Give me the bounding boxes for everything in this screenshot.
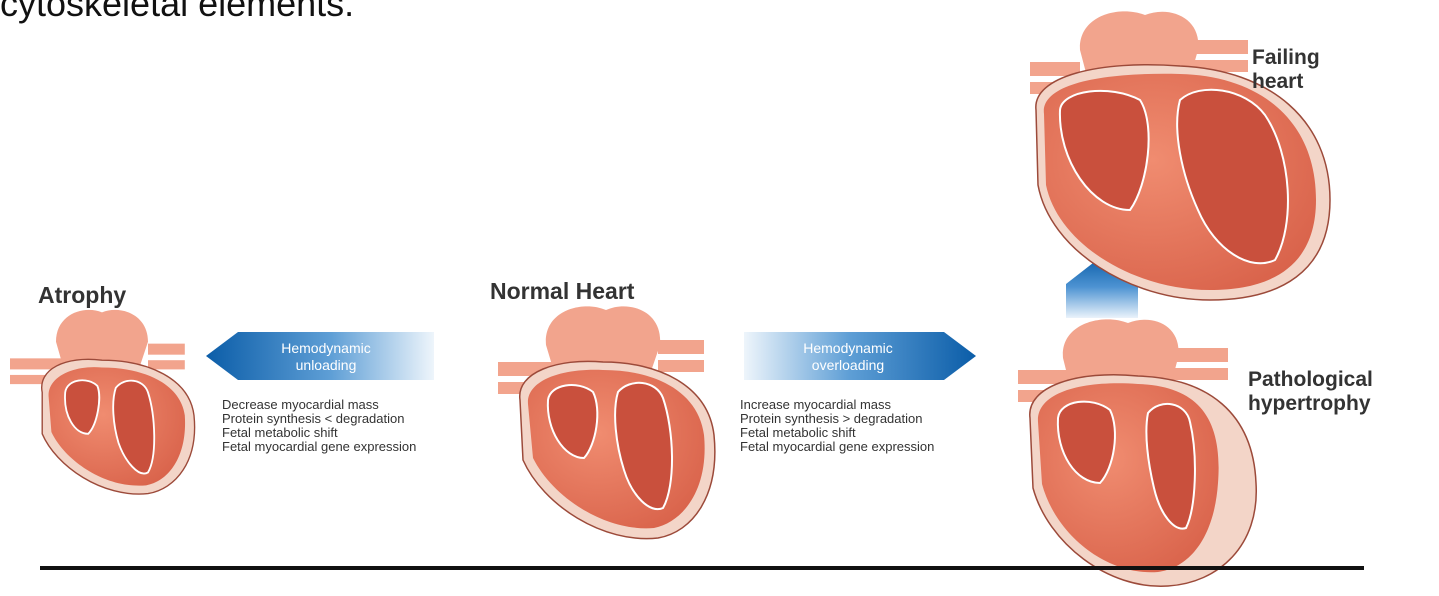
overloading-effect-item: Fetal myocardial gene expression (740, 440, 934, 454)
unloading-arrow-label: Hemodynamic unloading (226, 340, 426, 374)
unloading-arrow-line2: unloading (226, 357, 426, 374)
pathological-hypertrophy-heart-illustration (1018, 319, 1256, 586)
overloading-effect-item: Fetal metabolic shift (740, 426, 934, 440)
unloading-effect-item: Decrease myocardial mass (222, 398, 416, 412)
normal-heart-illustration (498, 306, 715, 538)
failing-heart-label: Failing heart (1252, 46, 1372, 94)
atrophy-heart-illustration (10, 310, 195, 494)
timeline-baseline (40, 566, 1364, 570)
overloading-effect-item: Protein synthesis > degradation (740, 412, 934, 426)
unloading-arrow-line1: Hemodynamic (226, 340, 426, 357)
unloading-effect-item: Fetal myocardial gene expression (222, 440, 416, 454)
unloading-effect-item: Protein synthesis < degradation (222, 412, 416, 426)
pathological-hypertrophy-label: Pathological hypertrophy (1248, 368, 1438, 416)
unloading-effect-item: Fetal metabolic shift (222, 426, 416, 440)
overloading-effects-list: Increase myocardial mass Protein synthes… (740, 398, 934, 454)
unloading-effects-list: Decrease myocardial mass Protein synthes… (222, 398, 416, 454)
overloading-effect-item: Increase myocardial mass (740, 398, 934, 412)
overloading-arrow-line2: overloading (748, 357, 948, 374)
overloading-arrow-line1: Hemodynamic (748, 340, 948, 357)
overloading-arrow-label: Hemodynamic overloading (748, 340, 948, 374)
normal-heart-label: Normal Heart (490, 278, 634, 304)
atrophy-label: Atrophy (38, 282, 126, 308)
